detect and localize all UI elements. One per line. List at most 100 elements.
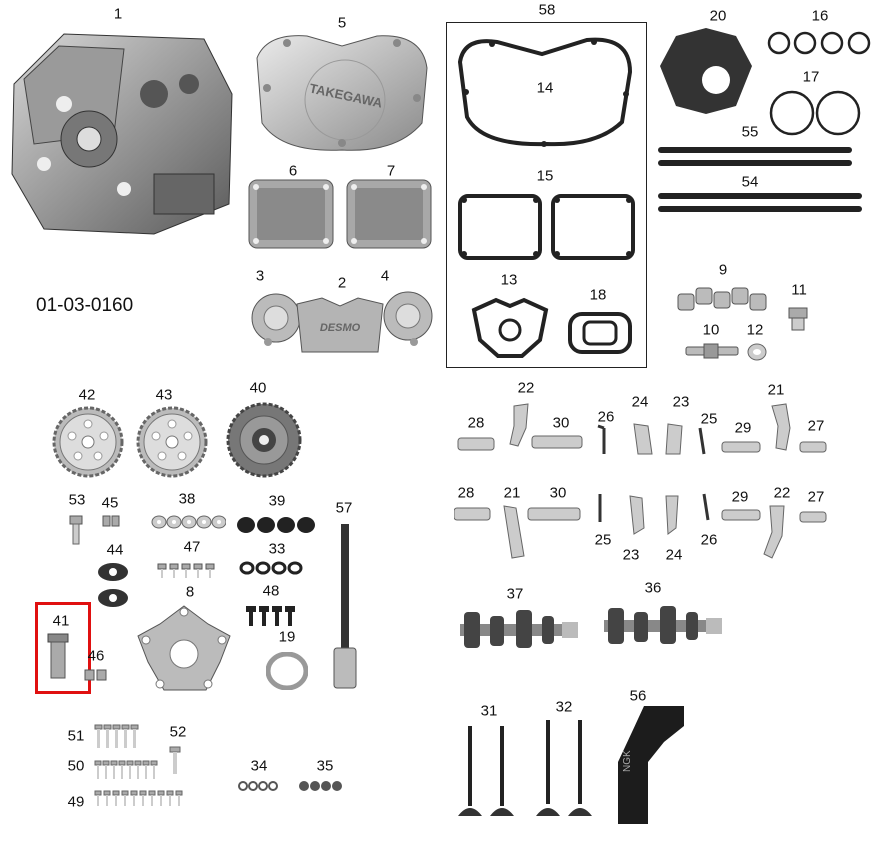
callout-25b: 25 xyxy=(594,531,612,549)
bolt-row-50-part[interactable] xyxy=(94,760,164,780)
cam-cover-part[interactable]: TAKEGAWA xyxy=(247,28,435,156)
plug-bolt-part[interactable] xyxy=(786,306,810,332)
callout-26a: 26 xyxy=(597,408,615,426)
desmo-plate-part[interactable]: DESMO xyxy=(292,296,388,358)
cam-holder-8-part[interactable] xyxy=(134,602,234,694)
round-cap-right-part[interactable] xyxy=(380,286,436,348)
callout-30b: 30 xyxy=(549,484,567,502)
callout-15: 15 xyxy=(536,167,554,185)
callout-14: 14 xyxy=(536,79,554,97)
socket-tool-57-part[interactable] xyxy=(330,522,360,692)
seal-ring-19-part[interactable] xyxy=(266,652,308,690)
callout-9: 9 xyxy=(718,261,728,279)
callout-36: 36 xyxy=(644,579,662,597)
callout-16: 16 xyxy=(811,7,829,25)
callout-26b: 26 xyxy=(700,531,718,549)
gasket-kit-frame xyxy=(446,22,647,368)
o-ring-set-33-part[interactable] xyxy=(238,560,304,576)
o-ring-large-set-part[interactable] xyxy=(768,88,862,138)
camshaft-36-part[interactable] xyxy=(600,602,726,650)
star-gasket-part[interactable] xyxy=(466,296,554,360)
small-gasket-part[interactable] xyxy=(566,308,634,358)
catalog-code: 01-03-0160 xyxy=(36,295,134,316)
callout-52: 52 xyxy=(169,723,187,741)
valve-set-32-part[interactable] xyxy=(532,718,596,820)
cotter-set-34-part[interactable] xyxy=(238,780,278,792)
cylinder-head-part[interactable] xyxy=(4,24,236,238)
valve-cover-plate-right-part[interactable] xyxy=(345,178,433,250)
retainer-set-35-part[interactable] xyxy=(298,778,344,794)
callout-34: 34 xyxy=(250,757,268,775)
bolt-row-51-part[interactable] xyxy=(94,724,140,750)
bolt-row-49-part[interactable] xyxy=(94,790,186,808)
washer-set-38-part[interactable] xyxy=(150,514,226,530)
callout-51: 51 xyxy=(67,727,85,745)
cam-gear-a-part[interactable] xyxy=(52,406,124,478)
callout-22a: 22 xyxy=(517,379,535,397)
stud-part[interactable] xyxy=(684,343,740,359)
bolt-set-48-part[interactable] xyxy=(244,604,296,628)
callout-49: 49 xyxy=(67,793,85,811)
callout-35: 35 xyxy=(316,757,334,775)
callout-4: 4 xyxy=(380,267,390,285)
callout-24b: 24 xyxy=(665,546,683,564)
o-ring-small-set-part[interactable] xyxy=(766,30,872,56)
idler-gear-part[interactable] xyxy=(226,402,302,478)
callout-3: 3 xyxy=(255,267,265,285)
callout-53: 53 xyxy=(68,491,86,509)
callout-27b: 27 xyxy=(807,488,825,506)
callout-45: 45 xyxy=(101,494,119,512)
callout-55: 55 xyxy=(741,123,759,141)
dowel-45-part[interactable] xyxy=(102,514,120,528)
cover-gasket-part[interactable] xyxy=(452,32,638,150)
callout-44: 44 xyxy=(106,541,124,559)
desmo-logo-text: DESMO xyxy=(320,322,361,334)
callout-46: 46 xyxy=(87,647,105,665)
callout-28a: 28 xyxy=(467,414,485,432)
callout-41: 41 xyxy=(52,612,70,630)
push-rod-short-part[interactable] xyxy=(656,144,854,170)
callout-27a: 27 xyxy=(807,417,825,435)
push-rod-long-part[interactable] xyxy=(656,190,864,216)
bolt-53-part[interactable] xyxy=(68,514,84,546)
spark-plug-cap-56-part[interactable]: NGK xyxy=(604,702,688,828)
camshaft-37-part[interactable] xyxy=(456,606,582,654)
rocker-assembly-row2[interactable] xyxy=(454,488,834,564)
callout-21a: 21 xyxy=(767,381,785,399)
callout-22b: 22 xyxy=(773,484,791,502)
holder-gasket-part[interactable] xyxy=(656,26,756,116)
valve-cover-plate-left-part[interactable] xyxy=(247,178,335,250)
callout-28b: 28 xyxy=(457,484,475,502)
callout-56: 56 xyxy=(629,687,647,705)
callout-18: 18 xyxy=(589,286,607,304)
washer-part[interactable] xyxy=(746,342,768,362)
callout-29a: 29 xyxy=(734,419,752,437)
callout-7: 7 xyxy=(386,162,396,180)
bolt-set-part[interactable] xyxy=(674,282,774,316)
nut-set-39-part[interactable] xyxy=(236,514,318,536)
callout-10: 10 xyxy=(702,321,720,339)
bolt-52-part[interactable] xyxy=(168,746,182,776)
rocker-assembly-row1[interactable] xyxy=(454,398,834,462)
gasket-44-part[interactable] xyxy=(96,560,130,610)
callout-43: 43 xyxy=(155,386,173,404)
valve-set-31-part[interactable] xyxy=(454,724,518,820)
callout-31: 31 xyxy=(480,702,498,720)
cam-gear-b-part[interactable] xyxy=(136,406,208,478)
callout-40: 40 xyxy=(249,379,267,397)
callout-25a: 25 xyxy=(700,410,718,428)
callout-54: 54 xyxy=(741,173,759,191)
callout-2: 2 xyxy=(337,274,347,292)
callout-8: 8 xyxy=(185,583,195,601)
plate-gasket-right-part[interactable] xyxy=(549,192,637,262)
callout-58: 58 xyxy=(538,1,556,19)
callout-11: 11 xyxy=(791,281,807,299)
callout-38: 38 xyxy=(178,490,196,508)
callout-6: 6 xyxy=(288,162,298,180)
callout-5: 5 xyxy=(337,14,347,32)
callout-19: 19 xyxy=(278,628,296,646)
tensioner-sleeve-41-part[interactable] xyxy=(44,632,72,682)
plate-gasket-left-part[interactable] xyxy=(456,192,544,262)
bolt-set-47-part[interactable] xyxy=(156,562,220,580)
dowel-46-part[interactable] xyxy=(84,668,108,682)
